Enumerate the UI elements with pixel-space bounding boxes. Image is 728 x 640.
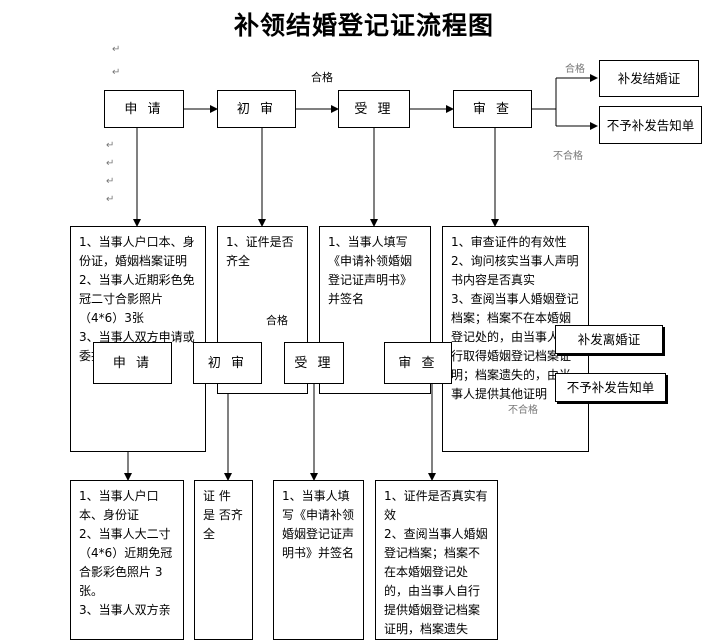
flow2-result-reissue-divorce-cert: 补发离婚证 (555, 325, 663, 354)
detail-line: 1、证件是否真实有效 (384, 489, 488, 522)
detail-line: 1、当事人户口本、身份证，婚姻档案证明 (79, 235, 195, 268)
detail-line: 2、当事人近期彩色免冠二寸合影照片（4*6）3张 (79, 273, 195, 325)
detail-line: 1、当事人填写《申请补领婚姻登记证声明书》并签名 (282, 489, 355, 560)
flow2-pass-label: 合格 (266, 314, 288, 327)
detail-line: 2、当事人大二寸（4*6）近期免冠合影彩色照片 3张。 (79, 527, 173, 598)
detail-line: 3、查阅当事人婚姻登记档案；档案不在本婚姻登记处的，由当事人自行取得婚姻登记档案… (451, 292, 579, 401)
return-mark: ↵ (106, 158, 115, 169)
flow2-step-examine: 审 查 (384, 342, 452, 384)
detail-line: 3、当事人双方亲 (79, 603, 171, 617)
return-mark: ↵ (106, 194, 115, 205)
flow2-detail-accept: 1、当事人填写《申请补领婚姻登记证声明书》并签名 (273, 480, 364, 640)
detail-line: 2、询问核实当事人声明书内容是否真实 (451, 254, 579, 287)
flow1-result-refusal-notice: 不予补发告知单 (599, 106, 702, 144)
flow1-step-examine: 审 查 (453, 90, 532, 128)
flow1-step-accept: 受 理 (338, 90, 410, 128)
detail-line: 1、当事人户口本、身份证 (79, 489, 159, 522)
flow1-fail-label: 不合格 (553, 151, 583, 162)
flow2-detail-preliminary-review: 证 件 是 否齐全 (194, 480, 253, 640)
flow1-step-apply: 申 请 (104, 90, 184, 128)
return-mark: ↵ (106, 140, 115, 151)
flow1-pass-label: 合格 (311, 71, 333, 84)
flow2-step-accept: 受 理 (284, 342, 344, 384)
flow1-pass-label-small: 合格 (565, 64, 585, 75)
flow1-step-preliminary-review: 初 审 (217, 90, 296, 128)
flow1-result-reissue-marriage-cert: 补发结婚证 (599, 60, 699, 97)
return-mark: ↵ (112, 67, 121, 78)
flow2-result-refusal-notice: 不予补发告知单 (555, 373, 666, 402)
flow2-step-preliminary-review: 初 审 (193, 342, 262, 384)
flow2-detail-apply: 1、当事人户口本、身份证 2、当事人大二寸（4*6）近期免冠合影彩色照片 3张。… (70, 480, 184, 640)
detail-line: 1、证件是否齐全 (226, 235, 294, 268)
flow2-step-apply: 申 请 (93, 342, 172, 384)
page-title: 补领结婚登记证流程图 (233, 11, 494, 40)
flow2-detail-examine: 1、证件是否真实有效 2、查阅当事人婚姻登记档案；档案不在本婚姻登记处的，由当事… (375, 480, 498, 640)
detail-line: 证 件 是 否齐全 (203, 489, 243, 541)
flow2-fail-label: 不合格 (508, 405, 538, 416)
return-mark: ↵ (106, 176, 115, 187)
return-mark: ↵ (112, 44, 121, 55)
flow1-detail-apply: 1、当事人户口本、身份证，婚姻档案证明 2、当事人近期彩色免冠二寸合影照片（4*… (70, 226, 206, 452)
detail-line: 1、审查证件的有效性 (451, 235, 567, 249)
detail-line: 2、查阅当事人婚姻登记档案；档案不在本婚姻登记处的，由当事人自行提供婚姻登记档案… (384, 527, 488, 636)
detail-line: 1、当事人填写《申请补领婚姻登记证声明书》并签名 (328, 235, 413, 306)
